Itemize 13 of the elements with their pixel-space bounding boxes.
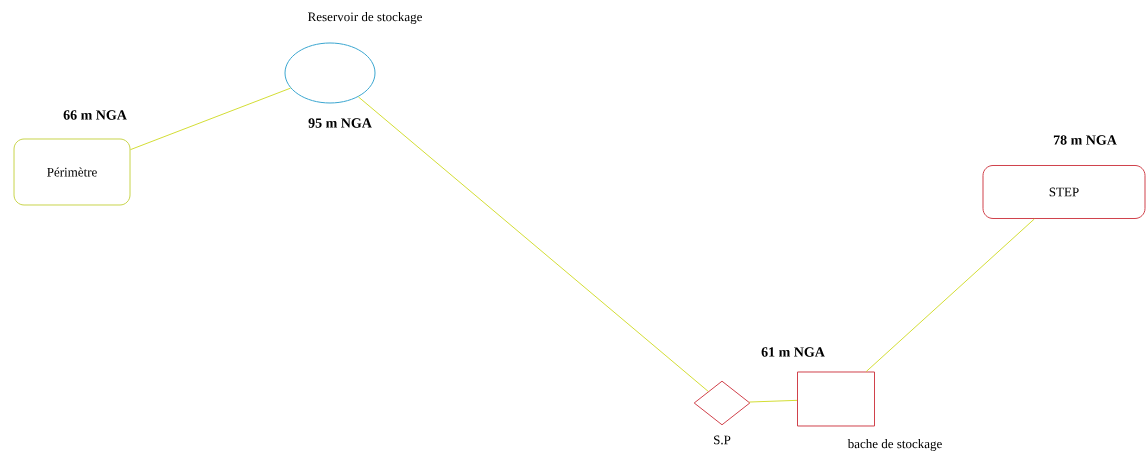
elevation-label: 66 m NGA — [63, 110, 127, 120]
elevation-label: 78 m NGA — [1053, 135, 1117, 145]
connecting-line — [865, 218, 1035, 372]
node-label: Reservoir de stockage — [308, 12, 422, 24]
node-label: S.P — [714, 435, 731, 445]
plant-box: STEP — [982, 165, 1146, 219]
connecting-line — [130, 87, 291, 150]
field-box: Périmètre — [13, 138, 131, 206]
elevation-label: 95 m NGA — [308, 118, 372, 128]
connecting-line — [357, 96, 709, 392]
node-label: bache de stockage — [847, 439, 942, 451]
connecting-line — [748, 399, 798, 403]
elevation-label: 61 m NGA — [761, 347, 825, 357]
